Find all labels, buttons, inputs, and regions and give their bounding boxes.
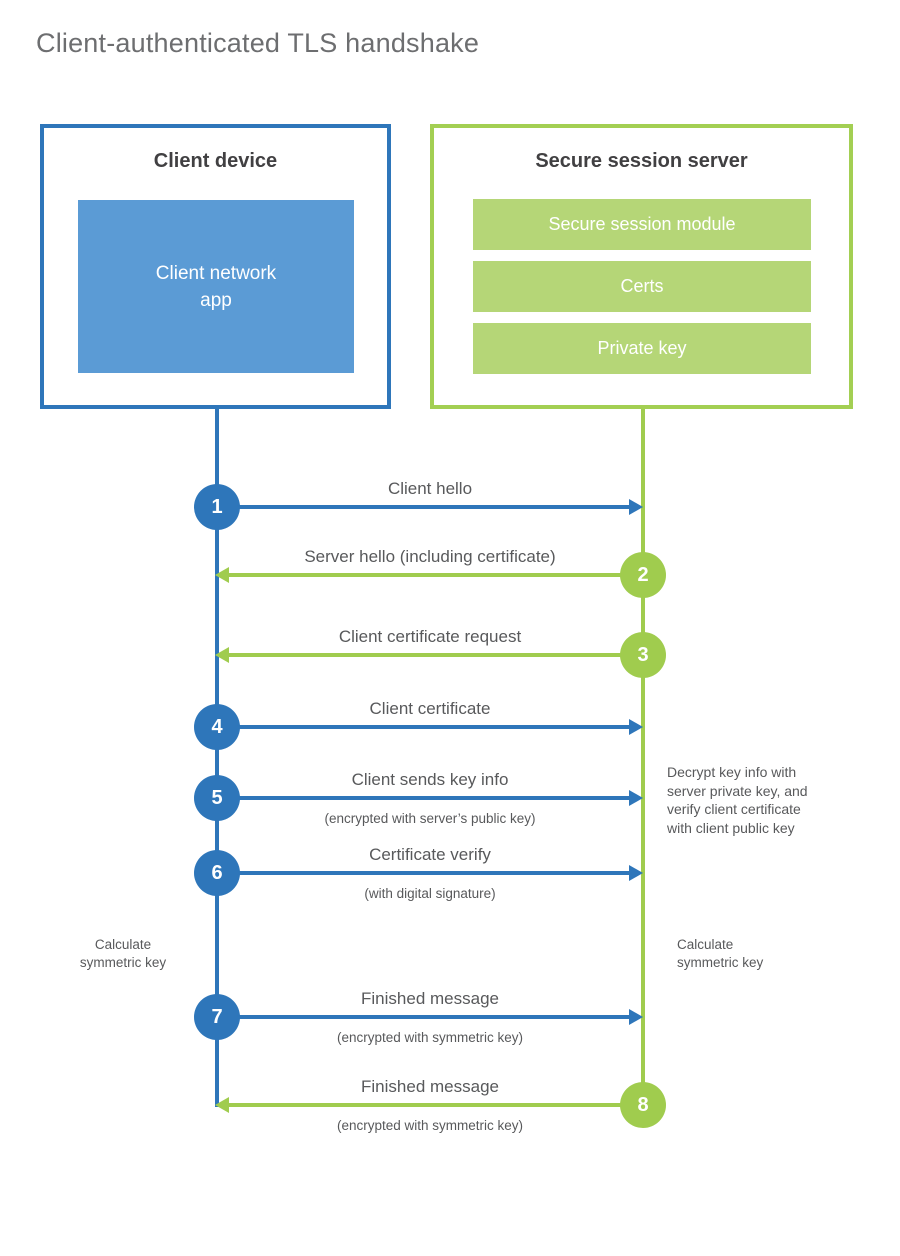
arrow-label: Client hello	[387, 479, 473, 498]
arrowhead-right-icon	[629, 719, 643, 735]
server-lifeline	[641, 409, 645, 1107]
server-calculate-note: Calculate symmetric key	[677, 937, 764, 970]
arrow-label: Server hello (including certificate)	[304, 547, 556, 566]
step-circle-5: 5	[194, 775, 240, 821]
arrow-line	[229, 653, 643, 657]
arrowhead-right-icon	[629, 865, 643, 881]
server-module-private-key: Private key	[473, 323, 811, 374]
arrow-line	[217, 725, 629, 729]
arrow-line	[217, 796, 629, 800]
arrow-label: Finished message	[361, 1077, 499, 1096]
arrowhead-left-icon	[215, 647, 229, 663]
arrowhead-left-icon	[215, 1097, 229, 1113]
step-circle-4: 4	[194, 704, 240, 750]
server-module-certs: Certs	[473, 261, 811, 312]
arrow-line	[229, 1103, 643, 1107]
step-circle-3: 3	[620, 632, 666, 678]
arrow-sublabel: (encrypted with symmetric key)	[336, 1030, 524, 1045]
arrowhead-right-icon	[629, 1009, 643, 1025]
step-circle-2: 2	[620, 552, 666, 598]
client-network-app-box: Client network app	[78, 200, 354, 373]
client-device-title: Client device	[153, 150, 278, 172]
arrow-label: Finished message	[361, 989, 499, 1008]
step-circle-1: 1	[194, 484, 240, 530]
arrow-label: Client certificate request	[338, 627, 522, 646]
server-module-secure-session: Secure session module	[473, 199, 811, 250]
step-circle-7: 7	[194, 994, 240, 1040]
secure-session-server-box: Secure session server Secure session mod…	[430, 124, 853, 409]
client-lifeline	[215, 409, 219, 1107]
step-circle-8: 8	[620, 1082, 666, 1128]
client-calculate-note: Calculate symmetric key	[79, 937, 167, 970]
arrow-line	[217, 871, 629, 875]
arrowhead-right-icon	[629, 790, 643, 806]
arrow-sublabel: (encrypted with server’s public key)	[324, 811, 536, 826]
client-device-box: Client device Client network app	[40, 124, 391, 409]
arrow-sublabel: (encrypted with symmetric key)	[336, 1118, 524, 1133]
arrowhead-right-icon	[629, 499, 643, 515]
arrow-label: Certificate verify	[369, 845, 491, 864]
page-title: Client-authenticated TLS handshake	[36, 28, 480, 58]
arrow-label: Client certificate	[369, 699, 491, 718]
arrow-line	[217, 1015, 629, 1019]
arrow-label: Client sends key info	[351, 770, 509, 789]
step-circle-6: 6	[194, 850, 240, 896]
arrow-line	[217, 505, 629, 509]
secure-session-server-title: Secure session server	[535, 150, 748, 172]
arrow-line	[229, 573, 643, 577]
arrowhead-left-icon	[215, 567, 229, 583]
server-decrypt-note: Decrypt key info with server private key…	[667, 764, 808, 836]
arrow-sublabel: (with digital signature)	[364, 886, 496, 901]
